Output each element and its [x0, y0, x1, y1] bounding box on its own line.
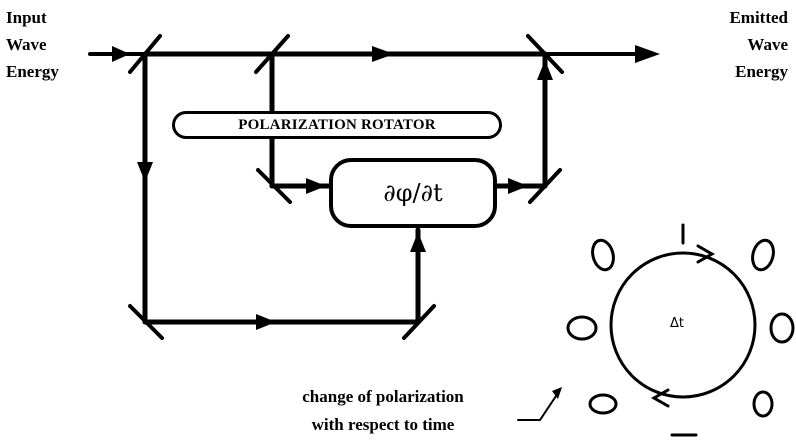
mirror-7 — [402, 304, 436, 340]
derivative-box: ∂φ/∂t — [329, 158, 497, 228]
mirror-4 — [256, 168, 292, 204]
ellipse-upper-left — [591, 238, 615, 272]
ellipse-lower-right — [752, 390, 774, 418]
caption-pointer-head — [552, 387, 562, 399]
output-label: Emitted Wave Energy — [676, 4, 788, 85]
output-label-line-2: Wave — [747, 35, 788, 54]
input-label-line-3: Energy — [6, 62, 59, 81]
input-label-line-2: Wave — [6, 35, 47, 54]
delta-t-label: Δt — [670, 316, 684, 331]
polarization-rotator-label: POLARIZATION ROTATOR — [172, 111, 502, 139]
input-label: Input Wave Energy — [6, 4, 59, 85]
arrowhead-bottom — [256, 314, 276, 330]
output-label-line-1: Emitted — [729, 8, 788, 27]
arrowhead-from-box — [508, 178, 528, 194]
ellipse-lower-left — [588, 393, 618, 415]
mirror-3 — [526, 34, 564, 74]
cycle-arrow-top — [696, 244, 716, 264]
caption-pointer — [517, 395, 557, 421]
input-label-line-1: Input — [6, 8, 47, 27]
arrowhead-output — [635, 45, 660, 63]
mirror-5 — [528, 168, 562, 204]
mirror-6 — [128, 304, 164, 340]
arrowhead-up-right — [537, 60, 553, 80]
arrowhead-up-box — [410, 232, 426, 252]
polarization-caption: change of polarization with respect to t… — [228, 383, 538, 439]
caption-line-2: with respect to time — [311, 415, 455, 434]
output-label-line-3: Energy — [735, 62, 788, 81]
cycle-arrow-bottom — [650, 388, 670, 408]
ellipse-right — [769, 312, 795, 344]
mirror-2 — [254, 34, 290, 74]
ellipse-left — [566, 315, 598, 341]
arrowhead-to-box — [306, 178, 326, 194]
polarization-cycle — [609, 251, 757, 399]
ellipse-upper-right — [751, 238, 775, 272]
arrowhead-input — [112, 46, 130, 62]
arrowhead-top-mid — [372, 46, 394, 62]
mirror-1 — [128, 34, 162, 74]
caption-line-1: change of polarization — [302, 387, 464, 406]
arrowhead-left-down — [137, 162, 153, 182]
